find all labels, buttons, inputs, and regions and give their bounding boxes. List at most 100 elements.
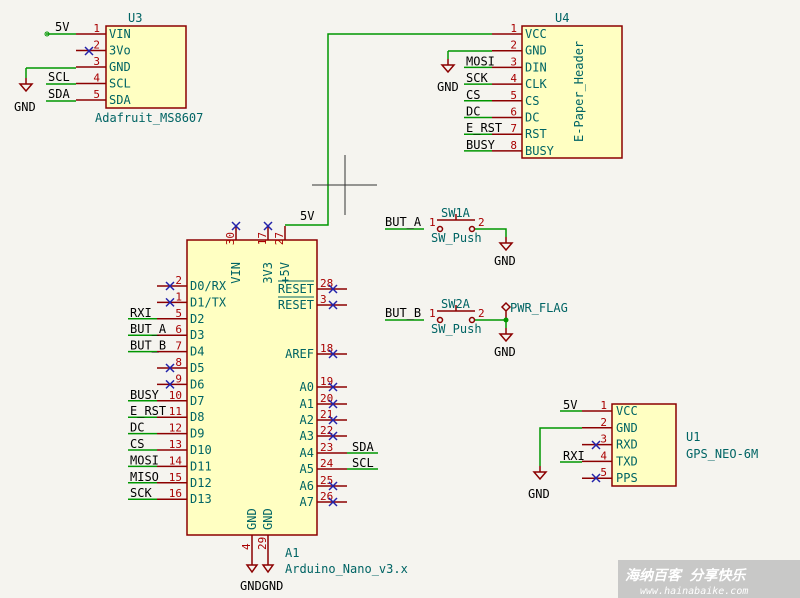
- u1-gnd-label: GND: [528, 487, 550, 501]
- a1-right-pin-name: A0: [300, 380, 314, 394]
- u3-value: Adafruit_MS8607: [95, 111, 203, 125]
- u4-pin-name: CS: [525, 94, 539, 108]
- a1-left-net-label: DC: [130, 421, 144, 435]
- a1-left-pin-num: 15: [169, 471, 182, 484]
- a1-bottom-pin-name: GND: [261, 508, 275, 530]
- switch-contact-icon: [436, 225, 444, 233]
- a1-net-5v: 5V: [300, 209, 314, 223]
- u1-value: GPS_NEO-6M: [686, 447, 758, 461]
- a1-left-net-label: CS: [130, 437, 144, 451]
- sw-value: SW_Push: [431, 231, 482, 245]
- u4-pin-name: BUSY: [525, 144, 555, 158]
- no-connect-icon: [328, 382, 338, 392]
- a1-top-pin-name: +5V: [278, 262, 292, 284]
- a1-right-pin-name: AREF: [285, 347, 314, 361]
- sw-pin-num: 1: [429, 307, 436, 320]
- no-connect-icon: [165, 281, 175, 291]
- a1-left-pin-name: D11: [190, 459, 212, 473]
- ground-icon: [440, 64, 456, 74]
- u4-value: E-Paper_Header: [572, 41, 586, 142]
- sw-value: SW_Push: [431, 322, 482, 336]
- a1-left-pin-num: 12: [169, 422, 182, 435]
- a1-left-pin-name: D13: [190, 492, 212, 506]
- power-flag-icon: [500, 301, 512, 320]
- power-flag-label: PWR_FLAG: [510, 301, 568, 315]
- no-connect-icon: [328, 431, 338, 441]
- a1-left-net-label: BUT_B: [130, 339, 166, 353]
- u4-pin-num: 6: [510, 106, 517, 119]
- u3-body: [105, 25, 187, 109]
- u4-pin-num: 1: [510, 22, 517, 35]
- no-connect-icon: [328, 415, 338, 425]
- a1-bottom-pin-name: GND: [245, 508, 259, 530]
- a1-right-pin-name: A1: [300, 397, 314, 411]
- a1-ref: A1: [285, 546, 299, 560]
- a1-left-pin-num: 9: [175, 372, 182, 385]
- a1-left-net-label: RXI: [130, 306, 152, 320]
- u4-vcc-wire: [285, 33, 492, 226]
- a1-left-pin-name: D7: [190, 394, 204, 408]
- watermark-box: [618, 560, 800, 598]
- no-connect-icon: [328, 481, 338, 491]
- u4-pin-num: 8: [510, 139, 517, 152]
- u4-pin-name: CLK: [525, 77, 547, 91]
- u3-pin-name: VIN: [109, 27, 131, 41]
- no-connect-icon: [591, 473, 601, 483]
- no-connect-icon: [328, 399, 338, 409]
- u1-pin-name: GND: [616, 421, 638, 435]
- u1-pin-name: TXD: [616, 454, 638, 468]
- a1-right-pin-name: RESET: [278, 282, 314, 296]
- a1-right-pin-name: RESET: [278, 298, 314, 312]
- no-connect-icon: [263, 221, 273, 231]
- ground-icon: [261, 564, 275, 574]
- switch-contact-icon: [468, 316, 476, 324]
- no-connect-icon: [328, 284, 338, 294]
- a1-right-pin-name: A5: [300, 462, 314, 476]
- u4-net-label: MOSI: [466, 54, 495, 68]
- a1-right-pin-name: A2: [300, 413, 314, 427]
- a1-left-pin-name: D1/TX: [190, 295, 227, 309]
- sw-ref: SW2A: [441, 297, 471, 311]
- a1-left-pin-num: 7: [175, 340, 182, 353]
- u4-pin-name: VCC: [525, 27, 547, 41]
- ground-icon: [18, 83, 34, 93]
- a1-right-pin-name: A4: [300, 446, 314, 460]
- a1-value: Arduino_Nano_v3.x: [285, 562, 408, 576]
- u3-pin-name: GND: [109, 60, 131, 74]
- sw-gnd-wire: [475, 228, 507, 237]
- u3-pin-num: 4: [93, 72, 100, 85]
- a1-left-pin-name: D0/RX: [190, 279, 227, 293]
- no-connect-icon: [328, 497, 338, 507]
- sw-pin-num: 2: [478, 307, 485, 320]
- u4-pin-num: 5: [510, 89, 517, 102]
- u3-net-sda: SDA: [48, 87, 70, 101]
- u4-pin-name: DIN: [525, 60, 547, 74]
- a1-left-pin-num: 14: [169, 454, 183, 467]
- a1-left-pin-name: D6: [190, 377, 204, 391]
- ground-icon: [498, 333, 514, 343]
- a1-left-pin-num: 10: [169, 389, 182, 402]
- ground-icon: [245, 564, 259, 574]
- net-end-icon: [44, 31, 50, 37]
- sw-gnd-label: GND: [494, 254, 516, 268]
- u1-net-5v: 5V: [563, 398, 577, 412]
- no-connect-icon: [84, 46, 94, 56]
- a1-top-pin-name: VIN: [229, 262, 243, 284]
- a1-left-pin-num: 8: [175, 356, 182, 369]
- sw-pin-num: 2: [478, 216, 485, 229]
- a1-right-pin-name: A7: [300, 495, 314, 509]
- u4-gnd-label: GND: [437, 80, 459, 94]
- a1-left-pin-num: 16: [169, 487, 182, 500]
- a1-left-pin-name: D5: [190, 361, 204, 375]
- u4-net-label: DC: [466, 105, 480, 119]
- a1-top-pin-num: 30: [224, 232, 237, 245]
- no-connect-icon: [231, 221, 241, 231]
- a1-left-pin-name: D12: [190, 476, 212, 490]
- u1-pin-num: 1: [600, 399, 607, 412]
- switch-contact-icon: [468, 225, 476, 233]
- no-connect-icon: [328, 300, 338, 310]
- sw-net-label: BUT_A: [385, 215, 422, 229]
- u1-pin-name: PPS: [616, 471, 638, 485]
- u4-net-label: BUSY: [466, 138, 496, 152]
- a1-left-net-label: MISO: [130, 470, 159, 484]
